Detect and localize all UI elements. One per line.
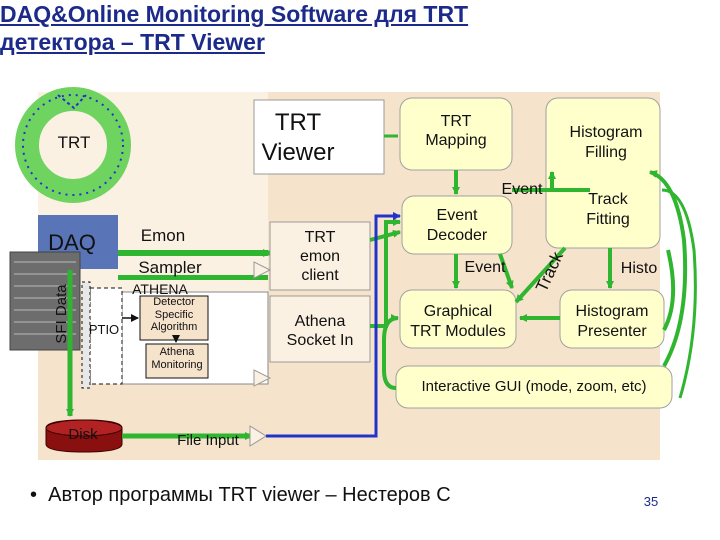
sampler-label: Sampler xyxy=(138,258,202,277)
interactive-gui-label: Interactive GUI (mode, zoom, etc) xyxy=(421,378,647,395)
trt-sector-mark xyxy=(57,94,87,110)
author-text: Автор программы TRT viewer – Нестеров С xyxy=(48,484,451,506)
control-path-arrow xyxy=(266,212,401,438)
socket-to-decoder-arrow xyxy=(370,218,401,328)
trt-emon-client-box xyxy=(269,221,371,291)
fitting-to-graphical-arrow xyxy=(514,246,567,304)
athena-label: ATHENA xyxy=(132,281,188,297)
presenter-feedback-arrow xyxy=(662,249,676,331)
page-number: 35 xyxy=(643,494,659,509)
trt-ring-dots xyxy=(22,94,124,196)
trt-detector-ring xyxy=(15,87,131,203)
disk-label: Disk xyxy=(68,426,98,443)
detector-specific-box xyxy=(139,295,209,341)
bullet-dot: • xyxy=(30,484,49,506)
disk-top xyxy=(45,419,123,437)
file-input-label: File Input xyxy=(177,432,239,449)
gui-feedback-right-arrow xyxy=(649,170,688,367)
title-line-1: DAQ&Online Monitoring Software для TRT xyxy=(0,1,469,27)
title-line-2: детектора – TRT Viewer xyxy=(0,29,265,55)
histogram-track-box xyxy=(545,97,661,249)
histo-label: Histo xyxy=(620,260,658,277)
input-connector-2 xyxy=(253,369,272,387)
ptio-label: PTIO xyxy=(88,322,120,337)
author-bullet: • Автор программы TRT viewer – Нестеров … xyxy=(30,484,590,507)
input-connector-3 xyxy=(249,425,267,447)
ptio-rail-left xyxy=(81,281,91,389)
daq-rack-slots xyxy=(14,261,76,335)
athena-monitoring-box xyxy=(145,343,209,379)
gui-feedback-left-arrow xyxy=(382,314,399,390)
trt-ring-label: TRT xyxy=(57,133,91,152)
gui-feedback-bottom-arrow xyxy=(661,188,697,399)
graphical-modules-box xyxy=(399,289,517,349)
sfi-data-label: SFI Data xyxy=(53,284,70,344)
athena-socket-in-box xyxy=(269,295,371,363)
event-mid-label: Event xyxy=(464,259,506,276)
sampler-bar xyxy=(118,275,268,280)
decoder-track-arrow xyxy=(498,253,514,289)
daq-label: DAQ xyxy=(48,230,96,255)
input-connector-1 xyxy=(253,261,272,279)
ptio-box xyxy=(89,287,123,385)
event-top-label: Event xyxy=(501,181,543,198)
slide-title: DAQ&Online Monitoring Software для TRT д… xyxy=(0,0,640,56)
emon-label: Emon xyxy=(140,226,186,245)
